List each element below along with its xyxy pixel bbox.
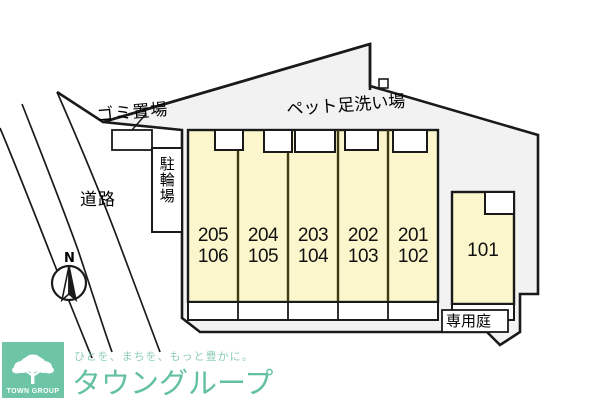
label-road: 道路 (80, 190, 116, 210)
unit-label-205-106: 205 106 (187, 225, 239, 267)
unit-label-202-103: 202 103 (337, 225, 389, 267)
private-garden-label-box (441, 309, 509, 333)
road-line-outer (21, 103, 113, 353)
unit-label-201-102: 201 102 (387, 225, 439, 267)
footer-branding: TOWN GROUP ひとを、まちを、もっと豊かに。 タウングループ (0, 340, 600, 400)
road-line-far (0, 127, 93, 359)
label-private-garden: 専用庭 (446, 312, 492, 330)
unit-lower-number: 106 (197, 245, 229, 267)
unit-upper-number: 205 (197, 225, 229, 246)
unit-upper-number: 202 (347, 225, 379, 246)
garden-frontage-strip (187, 301, 439, 321)
brand-name: タウングループ (72, 366, 274, 400)
unit-lower-number: 105 (247, 245, 279, 267)
unit-lower-number: 103 (347, 245, 379, 267)
trash-area-box (111, 129, 153, 151)
unit-label-204-105: 204 105 (237, 225, 289, 267)
unit-label-101: 101 (467, 240, 499, 261)
brand-tagline: ひとを、まちを、もっと豊かに。 (74, 350, 254, 363)
compass-rose-icon (50, 264, 88, 303)
trash-area-leader-line (131, 113, 147, 131)
building-main-block (186, 128, 440, 304)
unit-lower-number: 102 (397, 245, 429, 267)
bicycle-parking-box (151, 147, 183, 233)
unit-label-203-104: 203 104 (287, 225, 339, 267)
label-north: N (64, 251, 75, 266)
unit-upper-number: 204 (247, 225, 279, 246)
unit-balcony-notches (214, 129, 428, 153)
garden-strip-dividers (237, 302, 389, 320)
unit-lower-number: 104 (297, 245, 329, 267)
unit-upper-number: 201 (397, 225, 429, 246)
site-boundary-northwest (56, 42, 371, 124)
unit-divider-lines (236, 130, 390, 302)
unit-101-balcony-notch (484, 191, 515, 215)
roof-apex-marker-icon (378, 78, 389, 89)
road-line-inner (56, 91, 161, 353)
tree-icon (12, 354, 54, 384)
label-bicycle-parking: 駐輪場 (157, 156, 176, 204)
unit-upper-number: 203 (297, 225, 329, 246)
town-group-logo: TOWN GROUP (2, 342, 64, 398)
logo-wordmark: TOWN GROUP (6, 388, 60, 395)
